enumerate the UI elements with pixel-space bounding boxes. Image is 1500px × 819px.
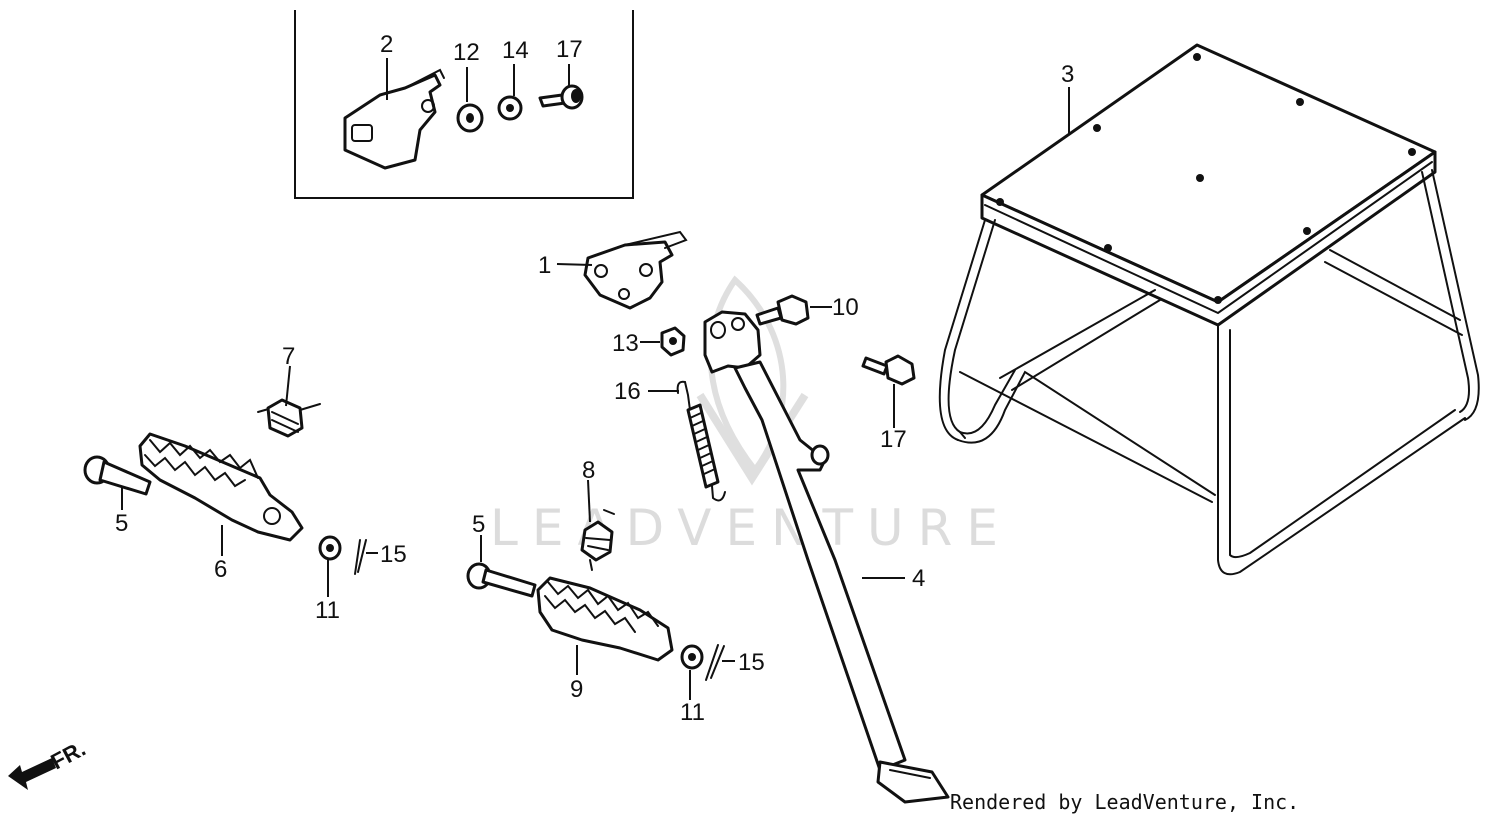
label-15-left: 15: [380, 541, 407, 568]
part-10-bolt: [755, 294, 810, 326]
label-12: 12: [453, 39, 480, 66]
part-17-bolt-right: [861, 354, 916, 386]
part-7-spring: [257, 398, 321, 438]
part-labels: 2 12 14 17 3 1 10 13 16 17 7 5 6 11 15 8…: [115, 31, 1074, 726]
part-15-cotter-left: [354, 539, 367, 575]
label-4: 4: [912, 565, 925, 592]
part-1-bracket: [583, 230, 688, 310]
inset-box: [294, 10, 634, 199]
front-marker: FR.: [8, 736, 90, 790]
part-8-spring: [580, 509, 615, 571]
label-5-right: 5: [472, 511, 485, 538]
label-5-left: 5: [115, 510, 128, 537]
part-3-stand: [938, 43, 1480, 576]
credit-text: Rendered by LeadVenture, Inc.: [950, 790, 1299, 814]
part-11-washer-left: [318, 535, 342, 561]
part-11-washer-right: [680, 644, 704, 670]
watermark-text: LEADVENTURE: [490, 499, 1012, 557]
label-2: 2: [380, 31, 393, 58]
part-17-bolt-top: [538, 84, 584, 110]
label-14: 14: [502, 37, 529, 64]
part-6-footpeg: [138, 432, 304, 542]
part-12-washer: [456, 103, 484, 133]
label-9: 9: [570, 676, 583, 703]
leader-lines: [121, 58, 1070, 700]
label-15-right: 15: [738, 649, 765, 676]
label-11-right: 11: [680, 699, 705, 726]
part-5-pin-right: [466, 562, 537, 598]
label-10: 10: [832, 294, 859, 321]
part-15-cotter-right: [705, 644, 725, 681]
part-2-bracket: [343, 68, 445, 170]
part-9-footpeg: [536, 576, 674, 662]
label-16: 16: [614, 378, 641, 405]
label-1: 1: [538, 252, 551, 279]
front-arrow-icon: [8, 758, 56, 790]
part-4-sidestand: [703, 310, 950, 804]
part-14-lockwasher: [497, 95, 523, 121]
label-8: 8: [582, 457, 595, 484]
label-7: 7: [282, 343, 295, 370]
label-6: 6: [214, 556, 227, 583]
part-5-pin-left: [83, 455, 152, 496]
label-13: 13: [612, 330, 639, 357]
part-13-nut: [660, 326, 686, 357]
label-3: 3: [1061, 61, 1074, 88]
part-16-spring: [676, 380, 726, 502]
label-17-right: 17: [880, 426, 907, 453]
label-11-left: 11: [315, 597, 340, 624]
label-17-top: 17: [556, 36, 583, 63]
watermark: LEADVENTURE: [490, 275, 1012, 557]
